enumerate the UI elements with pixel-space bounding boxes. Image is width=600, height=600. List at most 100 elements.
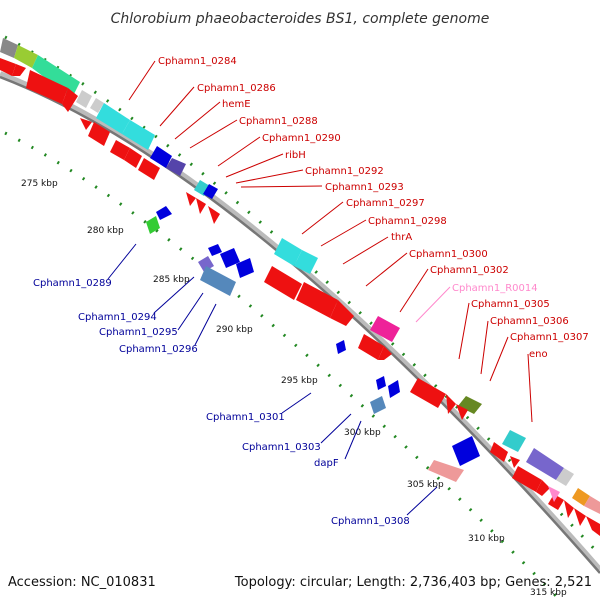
kbp-label: 295 kbp [281, 376, 318, 386]
gene-arrow [296, 282, 338, 318]
forward-inner-band [0, 58, 600, 536]
gene-label[interactable]: Cphamn1_0295 [99, 327, 178, 338]
gene-block [526, 448, 564, 480]
reverse-gene-labels: Cphamn1_0289 Cphamn1_0294 Cphamn1_0295 C… [33, 278, 410, 527]
gene-arrow [548, 486, 560, 502]
gene-arrow [196, 198, 206, 214]
gene-label[interactable]: dapF [314, 458, 339, 469]
gene-label[interactable]: hemE [222, 99, 251, 110]
gene-block [556, 468, 574, 486]
gene-arrow [88, 122, 110, 146]
gene-arrow [62, 88, 78, 112]
gene-arrow [586, 516, 600, 536]
gene-block [200, 266, 236, 296]
kbp-label: 305 kbp [407, 480, 444, 490]
gene-label[interactable]: Cphamn1_0288 [239, 116, 318, 127]
gene-block [146, 216, 160, 234]
gene-block [502, 430, 526, 452]
gene-label[interactable]: Cphamn1_0298 [368, 216, 447, 227]
kbp-label: 300 kbp [344, 428, 381, 438]
gene-label[interactable]: Cphamn1_0308 [331, 516, 410, 527]
gene-arrow [336, 340, 346, 354]
gene-arrow [410, 378, 446, 408]
gene-block [370, 396, 386, 414]
gene-arrow [330, 300, 354, 326]
gene-block [274, 238, 302, 266]
gene-arrow [220, 248, 240, 268]
gene-arrow [388, 380, 400, 398]
gene-arrow [510, 456, 520, 468]
gene-label[interactable]: Cphamn1_R0014 [452, 283, 538, 294]
gene-block [32, 55, 80, 98]
gene-label[interactable]: Cphamn1_0292 [305, 166, 384, 177]
backbone [0, 75, 600, 574]
gene-block [370, 316, 400, 342]
gene-arrow [236, 258, 254, 278]
forward-outer-band [0, 38, 600, 514]
map-title: Chlorobium phaeobacteroides BS1, complet… [111, 11, 490, 27]
gene-label[interactable]: Cphamn1_0294 [78, 312, 157, 323]
gene-label[interactable]: Cphamn1_0307 [510, 332, 589, 343]
gene-arrow [456, 404, 468, 420]
backbone-highlight [0, 71, 600, 572]
gene-block [572, 488, 590, 506]
gene-label[interactable]: Cphamn1_0305 [471, 299, 550, 310]
accession-text: Accession: NC_010831 [8, 575, 156, 590]
gene-arrow [156, 206, 172, 220]
gene-label[interactable]: Cphamn1_0306 [490, 316, 569, 327]
gene-arrow [564, 500, 574, 518]
gene-arrow [80, 118, 92, 130]
inner-tick-row [4, 131, 562, 600]
gene-arrow [12, 64, 26, 76]
gene-block [122, 120, 155, 150]
forward-leader-lines [128, 60, 533, 423]
gene-arrow [208, 244, 222, 256]
gene-block [0, 38, 18, 58]
gene-label[interactable]: Cphamn1_0290 [262, 133, 341, 144]
kbp-scale: 275 kbp 280 kbp 285 kbp 290 kbp 295 kbp … [21, 179, 567, 598]
gene-block [166, 158, 186, 176]
gene-block [14, 45, 38, 68]
gene-block [428, 460, 464, 482]
gene-arrow [512, 466, 542, 492]
tick-rows [4, 35, 600, 600]
kbp-label: 290 kbp [216, 325, 253, 335]
gene-label[interactable]: thrA [391, 232, 412, 243]
gene-arrow [264, 266, 302, 300]
kbp-label: 275 kbp [21, 179, 58, 189]
gene-block [96, 103, 130, 134]
gene-label[interactable]: Cphamn1_0297 [346, 198, 425, 209]
gene-label[interactable]: Cphamn1_0302 [430, 265, 509, 276]
gene-arrow [358, 334, 384, 360]
gene-block [76, 90, 92, 108]
reverse-band [146, 206, 480, 482]
gene-block [150, 146, 172, 168]
gene-block [198, 256, 214, 272]
gene-block [90, 98, 104, 113]
gene-label[interactable]: Cphamn1_0300 [409, 249, 488, 260]
kbp-label: 315 kbp [530, 588, 567, 598]
gene-label[interactable]: Cphamn1_0289 [33, 278, 112, 289]
gene-arrow [110, 140, 130, 160]
gene-arrow [446, 394, 456, 414]
gene-label[interactable]: Cphamn1_0286 [197, 83, 276, 94]
gene-label[interactable]: Cphamn1_0303 [242, 442, 321, 453]
gene-block [458, 396, 482, 414]
kbp-label: 285 kbp [153, 275, 190, 285]
gene-label[interactable]: Cphamn1_0301 [206, 412, 285, 423]
kbp-label: 280 kbp [87, 226, 124, 236]
gene-label[interactable]: Cphamn1_0284 [158, 56, 237, 67]
gene-label[interactable]: Cphamn1_0293 [325, 182, 404, 193]
kbp-label: 310 kbp [468, 534, 505, 544]
gene-label[interactable]: Cphamn1_0296 [119, 344, 198, 355]
gene-label[interactable]: ribH [285, 150, 306, 161]
gene-block [203, 184, 218, 199]
gene-label[interactable]: eno [529, 349, 548, 360]
gene-arrow [376, 376, 386, 390]
forward-gene-labels: Cphamn1_0284 Cphamn1_0286 hemE Cphamn1_0… [158, 56, 589, 360]
outer-tick-row [4, 35, 600, 557]
gene-arrow [208, 206, 220, 224]
gene-block [584, 496, 600, 514]
topology-text: Topology: circular; Length: 2,736,403 bp… [234, 575, 592, 590]
